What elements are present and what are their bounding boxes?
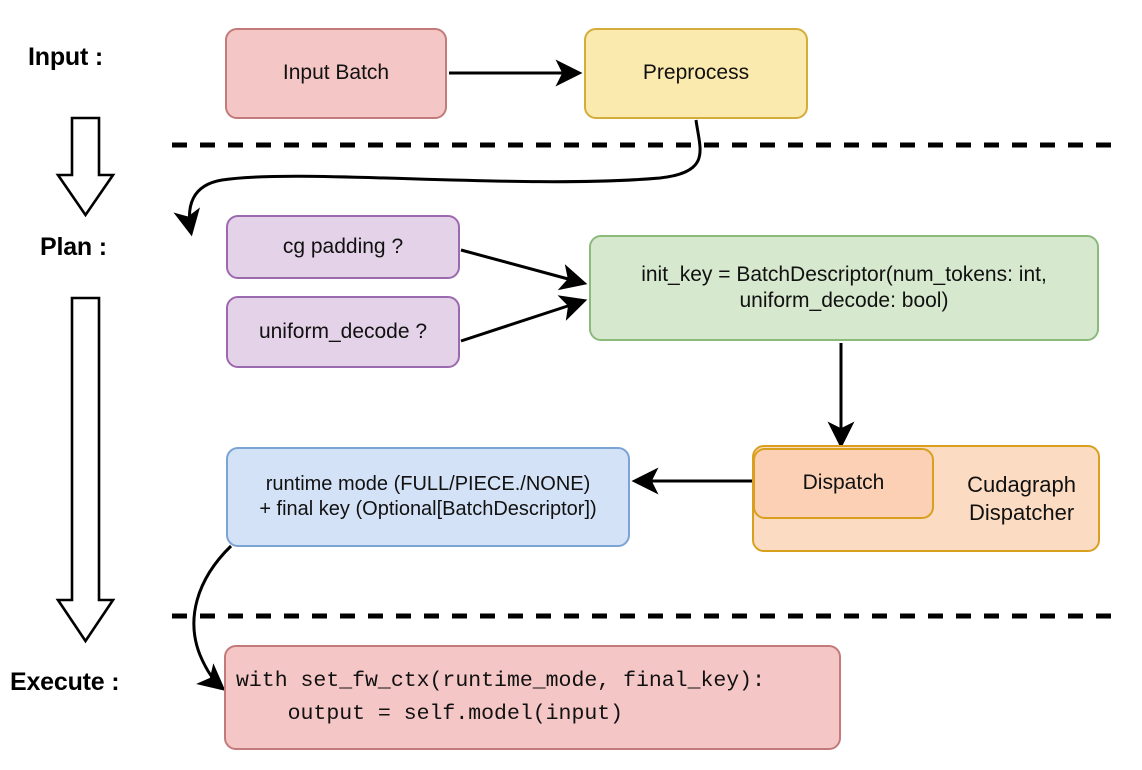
execute-code-label: with set_fw_ctx(runtime_mode, final_key)… bbox=[236, 669, 765, 726]
cg-padding-label: cg padding ? bbox=[282, 234, 404, 258]
connector-cg-padding-to-init-key bbox=[460, 248, 588, 291]
cg-padding-node[interactable]: cg padding ? bbox=[226, 215, 460, 279]
connector-uniform-decode-to-init-key bbox=[460, 295, 588, 343]
preprocess-node[interactable]: Preprocess bbox=[584, 28, 808, 119]
execute-code-node[interactable]: with set_fw_ctx(runtime_mode, final_key)… bbox=[224, 645, 841, 750]
uniform-decode-node[interactable]: uniform_decode ? bbox=[226, 296, 460, 368]
stage-label-execute: Execute : bbox=[10, 668, 120, 696]
runtime-mode-node[interactable]: runtime mode (FULL/PIECE./NONE) + final … bbox=[226, 447, 630, 547]
stage-arrow-input-to-plan bbox=[55, 116, 116, 218]
init-key-label: init_key = BatchDescriptor(num_tokens: i… bbox=[641, 262, 1047, 312]
stage-arrow-plan-to-execute bbox=[55, 296, 116, 644]
init-key-node[interactable]: init_key = BatchDescriptor(num_tokens: i… bbox=[589, 235, 1099, 341]
input-batch-node[interactable]: Input Batch bbox=[225, 28, 447, 119]
dispatch-label: Dispatch bbox=[802, 471, 885, 495]
cudagraph-dispatcher-label: Cudagraph Dispatcher bbox=[967, 472, 1076, 525]
stage-label-plan: Plan : bbox=[40, 233, 107, 261]
input-batch-label: Input Batch bbox=[282, 61, 390, 85]
preprocess-label: Preprocess bbox=[642, 61, 750, 85]
dispatch-node[interactable]: Dispatch bbox=[753, 448, 934, 519]
runtime-mode-label: runtime mode (FULL/PIECE./NONE) + final … bbox=[259, 473, 597, 520]
stage-label-input: Input : bbox=[28, 43, 103, 71]
uniform-decode-label: uniform_decode ? bbox=[258, 319, 428, 343]
